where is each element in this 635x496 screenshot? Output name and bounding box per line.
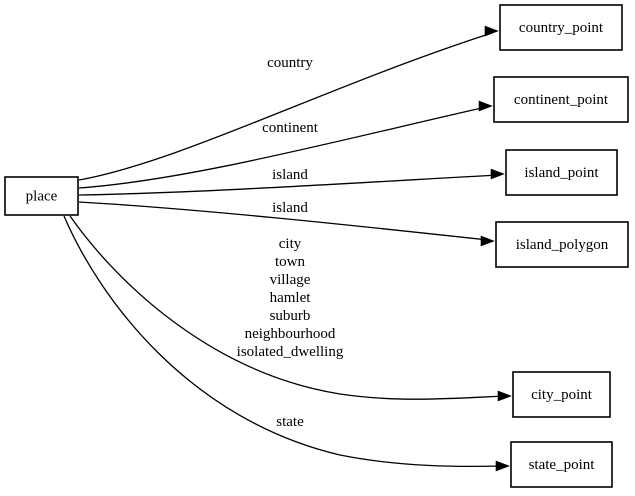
arrowhead-icon bbox=[497, 390, 512, 402]
edge-label-line: suburb bbox=[270, 308, 311, 324]
edge-label-continent_point: continent bbox=[262, 120, 319, 136]
node-country_point[interactable]: country_point bbox=[499, 4, 623, 51]
nodes-layer: place country_point continent_point island_… bbox=[4, 4, 629, 488]
edges-layer bbox=[63, 25, 512, 472]
edge-label-line: island bbox=[272, 167, 308, 183]
edge-label-country_point: country bbox=[267, 55, 313, 71]
edge-label-line: continent bbox=[262, 120, 319, 136]
node-box[interactable] bbox=[510, 441, 613, 488]
node-box[interactable] bbox=[493, 76, 629, 123]
edge-label-state_point: state bbox=[276, 414, 304, 430]
edge-label-line: island bbox=[272, 200, 308, 216]
arrowhead-icon bbox=[478, 100, 493, 112]
node-box[interactable] bbox=[495, 221, 629, 268]
node-box[interactable] bbox=[4, 176, 79, 216]
arrowhead-icon bbox=[495, 460, 510, 472]
node-continent_point[interactable]: continent_point bbox=[493, 76, 629, 123]
edge-place-to-state_point bbox=[63, 215, 510, 472]
edge-label-line: city bbox=[279, 236, 302, 252]
node-label: city_point bbox=[531, 387, 593, 403]
node-island_polygon[interactable]: island_polygon bbox=[495, 221, 629, 268]
edge-label-line: town bbox=[275, 254, 306, 270]
edge-line bbox=[78, 106, 487, 189]
edge-place-to-country_point bbox=[78, 25, 499, 181]
edge-place-to-city_point bbox=[69, 215, 512, 402]
edge-label-line: hamlet bbox=[270, 290, 312, 306]
edge-place-to-continent_point bbox=[78, 100, 493, 189]
node-label: island_point bbox=[524, 165, 599, 181]
node-label: state_point bbox=[529, 457, 596, 473]
edge-line bbox=[69, 215, 506, 400]
edge-label-line: country bbox=[267, 55, 313, 71]
node-place[interactable]: place bbox=[4, 176, 79, 216]
edge-label-line: state bbox=[276, 414, 304, 430]
edge-label-city_point: city town village hamlet suburb neighbourhood… bbox=[237, 236, 344, 360]
node-label: place bbox=[26, 188, 58, 204]
edge-line bbox=[63, 215, 504, 468]
edge-label-island_polygon: island bbox=[272, 200, 308, 216]
arrowhead-icon bbox=[484, 25, 499, 37]
edge-label-line: neighbourhood bbox=[245, 326, 336, 342]
edge-label-island_point: island bbox=[272, 167, 308, 183]
edge-place-to-island_point bbox=[78, 168, 505, 196]
node-box[interactable] bbox=[505, 149, 618, 196]
arrowhead-icon bbox=[490, 168, 505, 180]
edge-place-to-island_polygon bbox=[78, 201, 495, 247]
edge-line bbox=[78, 32, 493, 181]
edge-line bbox=[78, 201, 489, 241]
node-label: island_polygon bbox=[516, 237, 609, 253]
node-label: country_point bbox=[519, 20, 604, 36]
node-city_point[interactable]: city_point bbox=[512, 371, 611, 418]
edge-line bbox=[78, 174, 499, 196]
arrowhead-icon bbox=[480, 235, 495, 247]
node-label: continent_point bbox=[514, 92, 609, 108]
node-island_point[interactable]: island_point bbox=[505, 149, 618, 196]
node-box[interactable] bbox=[512, 371, 611, 418]
node-state_point[interactable]: state_point bbox=[510, 441, 613, 488]
edge-labels-layer: country continent island island city town vill… bbox=[237, 55, 344, 430]
edge-label-line: village bbox=[270, 272, 311, 288]
node-box[interactable] bbox=[499, 4, 623, 51]
edge-label-line: isolated_dwelling bbox=[237, 344, 344, 360]
